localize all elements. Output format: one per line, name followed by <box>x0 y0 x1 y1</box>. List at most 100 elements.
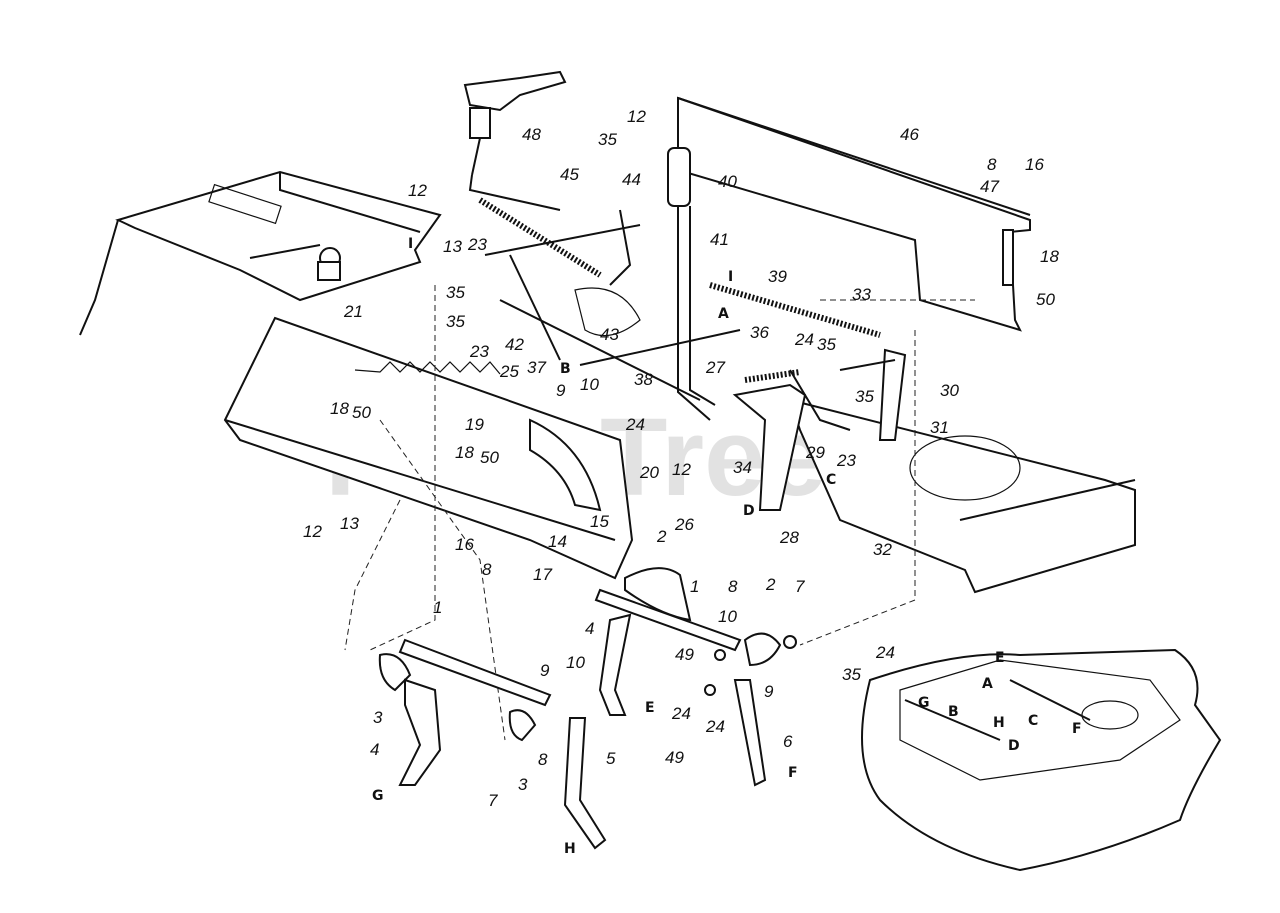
callout-28: 28 <box>779 528 799 547</box>
rear-plate-46 <box>677 96 1031 332</box>
lift-linkage <box>499 147 907 511</box>
callout-33: 33 <box>852 285 871 304</box>
callout-8: 8 <box>482 560 492 579</box>
callout-12: 12 <box>672 460 691 479</box>
callout-43: 43 <box>600 325 619 344</box>
letter-F: F <box>788 765 798 781</box>
callout-18: 18 <box>455 443 474 462</box>
callout-16: 16 <box>455 535 474 554</box>
callout-27: 27 <box>705 358 725 377</box>
callout-12: 12 <box>408 181 427 200</box>
callout-38: 38 <box>634 370 653 389</box>
callout-50: 50 <box>480 448 499 467</box>
callout-5: 5 <box>606 749 616 768</box>
letter-H: H <box>564 841 576 857</box>
callout-17: 17 <box>533 565 552 584</box>
callout-19: 19 <box>465 415 484 434</box>
callout-18: 18 <box>330 399 349 418</box>
callout-9: 9 <box>556 381 566 400</box>
letter-A: A <box>718 306 729 322</box>
callout-23: 23 <box>467 235 487 254</box>
callout-44: 44 <box>622 170 641 189</box>
letter-E: E <box>645 700 655 716</box>
letter-F: F <box>1072 721 1082 737</box>
callout-36: 36 <box>750 323 769 342</box>
callout-7: 7 <box>488 791 498 810</box>
letter-A: A <box>982 676 993 692</box>
callout-12: 12 <box>303 522 322 541</box>
callout-34: 34 <box>733 458 752 477</box>
callout-21: 21 <box>343 302 363 321</box>
letter-C: C <box>826 472 836 488</box>
callout-24: 24 <box>875 643 895 662</box>
top-left-panel <box>79 170 442 336</box>
letter-H: H <box>993 715 1005 731</box>
callout-35: 35 <box>446 312 465 331</box>
callout-35: 35 <box>817 335 836 354</box>
callout-4: 4 <box>585 619 594 638</box>
callout-46: 46 <box>900 125 919 144</box>
callout-47: 47 <box>980 177 999 196</box>
letter-I: I <box>408 236 413 252</box>
callout-24: 24 <box>671 704 691 723</box>
callout-4: 4 <box>370 740 379 759</box>
callout-16: 16 <box>1025 155 1044 174</box>
callout-39: 39 <box>768 267 787 286</box>
callout-49: 49 <box>665 748 684 767</box>
callout-29: 29 <box>805 443 825 462</box>
callout-24: 24 <box>794 330 814 349</box>
lower-middle-linkage <box>594 567 797 787</box>
letter-I: I <box>728 269 733 285</box>
callout-41: 41 <box>710 230 729 249</box>
callout-labels: 48 45 35 12 44 40 46 8 16 47 18 50 12 13… <box>303 107 1059 810</box>
callout-20: 20 <box>639 463 659 482</box>
callout-1: 1 <box>433 598 442 617</box>
callout-8: 8 <box>987 155 997 174</box>
steering-linkage-top <box>463 70 641 286</box>
letter-G: G <box>372 788 384 804</box>
callout-6: 6 <box>783 732 793 751</box>
callout-35: 35 <box>598 130 617 149</box>
connection-letters: I I A B C D E F G H E A G B H C D F <box>372 236 1082 857</box>
callout-13: 13 <box>443 237 462 256</box>
callout-10: 10 <box>566 653 585 672</box>
letter-B: B <box>948 704 959 720</box>
left-frame-21 <box>223 316 634 580</box>
callout-50: 50 <box>352 403 371 422</box>
callout-7: 7 <box>795 577 805 596</box>
callout-26: 26 <box>674 515 694 534</box>
mower-deck <box>861 648 1222 872</box>
callout-15: 15 <box>590 512 609 531</box>
callout-2: 2 <box>765 575 776 594</box>
callout-18: 18 <box>1040 247 1059 266</box>
letter-C: C <box>1028 713 1038 729</box>
letter-D: D <box>743 503 755 519</box>
callout-3: 3 <box>518 775 528 794</box>
callout-31: 31 <box>930 418 949 437</box>
callout-14: 14 <box>548 532 567 551</box>
callout-9: 9 <box>764 682 774 701</box>
callout-50: 50 <box>1036 290 1055 309</box>
right-frame <box>788 398 1136 594</box>
callout-45: 45 <box>560 165 579 184</box>
letter-B: B <box>560 361 571 377</box>
callout-40: 40 <box>718 172 737 191</box>
callout-24: 24 <box>705 717 725 736</box>
callout-13: 13 <box>340 514 359 533</box>
callout-24: 24 <box>625 415 645 434</box>
callout-10: 10 <box>580 375 599 394</box>
callout-42: 42 <box>505 335 524 354</box>
callout-48: 48 <box>522 125 541 144</box>
lower-left-linkage <box>378 638 607 850</box>
callout-30: 30 <box>940 381 959 400</box>
callout-1: 1 <box>690 577 699 596</box>
callout-25: 25 <box>499 362 519 381</box>
callout-10: 10 <box>718 607 737 626</box>
callout-8: 8 <box>728 577 738 596</box>
callout-8: 8 <box>538 750 548 769</box>
callout-3: 3 <box>373 708 383 727</box>
letter-G: G <box>918 695 930 711</box>
callout-49: 49 <box>675 645 694 664</box>
callout-23: 23 <box>836 451 856 470</box>
